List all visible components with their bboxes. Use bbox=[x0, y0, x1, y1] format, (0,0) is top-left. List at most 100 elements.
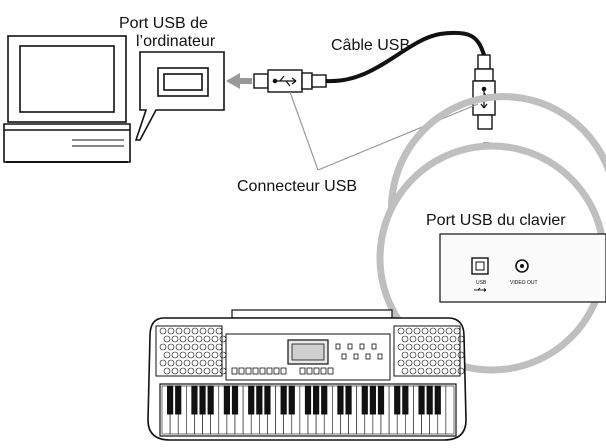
speaker-hole bbox=[199, 327, 207, 335]
speaker-hole bbox=[425, 335, 433, 343]
speaker-hole bbox=[437, 327, 445, 335]
speaker-hole bbox=[179, 367, 187, 375]
speaker-hole bbox=[453, 327, 461, 335]
speaker-hole bbox=[203, 351, 211, 359]
black-key bbox=[434, 385, 441, 415]
speaker-hole bbox=[215, 327, 223, 335]
panel-button bbox=[280, 367, 287, 375]
keyboard-port-callout bbox=[376, 93, 606, 374]
black-key bbox=[313, 385, 320, 415]
black-key bbox=[288, 385, 295, 415]
panel-button bbox=[377, 353, 383, 360]
speaker-hole bbox=[215, 359, 223, 367]
speaker-hole bbox=[405, 343, 413, 351]
speaker-hole bbox=[445, 343, 453, 351]
usb-connector-a-icon bbox=[253, 69, 327, 93]
computer-icon bbox=[3, 35, 131, 163]
speaker-hole bbox=[183, 343, 191, 351]
speaker-hole bbox=[405, 359, 413, 367]
speaker-hole bbox=[433, 367, 441, 375]
black-key bbox=[345, 385, 352, 415]
speaker-hole bbox=[437, 343, 445, 351]
speaker-hole bbox=[417, 351, 425, 359]
speaker-hole bbox=[163, 367, 171, 375]
speaker-hole bbox=[215, 343, 223, 351]
speaker-hole bbox=[191, 343, 199, 351]
arrow-to-computer-icon bbox=[226, 73, 252, 89]
speaker-hole bbox=[159, 343, 167, 351]
panel-button bbox=[259, 367, 266, 375]
black-key bbox=[264, 385, 271, 415]
black-key bbox=[377, 385, 385, 415]
speaker-hole bbox=[191, 359, 199, 367]
black-key bbox=[280, 385, 287, 415]
panel-button bbox=[320, 367, 327, 375]
panel-button bbox=[299, 367, 306, 375]
black-key bbox=[369, 385, 376, 415]
speaker-hole bbox=[175, 359, 183, 367]
speaker-hole bbox=[397, 343, 405, 351]
speaker-hole bbox=[401, 335, 409, 343]
panel-button bbox=[341, 353, 347, 360]
speaker-hole bbox=[163, 335, 171, 343]
speaker-hole bbox=[183, 359, 191, 367]
black-key bbox=[361, 385, 368, 415]
speaker-hole bbox=[425, 367, 433, 375]
speaker-hole bbox=[191, 327, 199, 335]
speaker-hole bbox=[409, 335, 417, 343]
panel-button bbox=[238, 367, 245, 375]
speaker-hole bbox=[421, 327, 429, 335]
keyboard-icon bbox=[147, 309, 467, 441]
black-key bbox=[321, 385, 328, 415]
speaker-hole bbox=[163, 351, 171, 359]
speaker-hole bbox=[187, 351, 195, 359]
speaker-hole bbox=[167, 359, 175, 367]
speaker-hole bbox=[167, 343, 175, 351]
speaker-hole bbox=[417, 335, 425, 343]
cable-label: Câble USB bbox=[331, 37, 410, 54]
black-key bbox=[394, 385, 401, 415]
speaker-hole bbox=[211, 351, 219, 359]
keyboard-port-label: Port USB du clavier bbox=[426, 212, 566, 229]
panel-button bbox=[231, 367, 238, 375]
panel-button bbox=[353, 353, 359, 360]
panel-button bbox=[313, 367, 320, 375]
speaker-hole bbox=[171, 335, 179, 343]
speaker-hole bbox=[457, 335, 465, 343]
black-key bbox=[402, 385, 409, 415]
speaker-hole bbox=[421, 359, 429, 367]
panel-button bbox=[365, 353, 371, 360]
speaker-hole bbox=[175, 343, 183, 351]
speaker-hole bbox=[183, 327, 191, 335]
speaker-hole bbox=[207, 343, 215, 351]
black-key bbox=[337, 385, 344, 415]
black-key bbox=[418, 385, 425, 415]
panel-button bbox=[273, 367, 280, 375]
speaker-hole bbox=[429, 343, 437, 351]
speaker-hole bbox=[203, 367, 211, 375]
black-key bbox=[426, 385, 433, 415]
speaker-hole bbox=[457, 351, 465, 359]
speaker-hole bbox=[187, 367, 195, 375]
speaker-hole bbox=[449, 351, 457, 359]
panel-button bbox=[371, 343, 377, 350]
connector-leader-lines bbox=[289, 91, 479, 171]
white-key bbox=[445, 385, 455, 435]
connector-label: Connecteur USB bbox=[237, 178, 357, 195]
speaker-hole bbox=[441, 351, 449, 359]
black-key bbox=[191, 385, 198, 415]
speaker-hole bbox=[437, 359, 445, 367]
video-out-label: VIDEO OUT bbox=[510, 280, 538, 286]
speaker-hole bbox=[445, 327, 453, 335]
black-key bbox=[248, 385, 255, 415]
panel-button bbox=[245, 367, 252, 375]
speaker-hole bbox=[401, 367, 409, 375]
black-key bbox=[231, 385, 239, 415]
speaker-hole bbox=[449, 367, 457, 375]
speaker-hole bbox=[195, 351, 203, 359]
panel-button bbox=[327, 367, 334, 375]
speaker-hole bbox=[211, 335, 219, 343]
usb-symbol-icon bbox=[474, 287, 487, 292]
speaker-hole bbox=[409, 367, 417, 375]
